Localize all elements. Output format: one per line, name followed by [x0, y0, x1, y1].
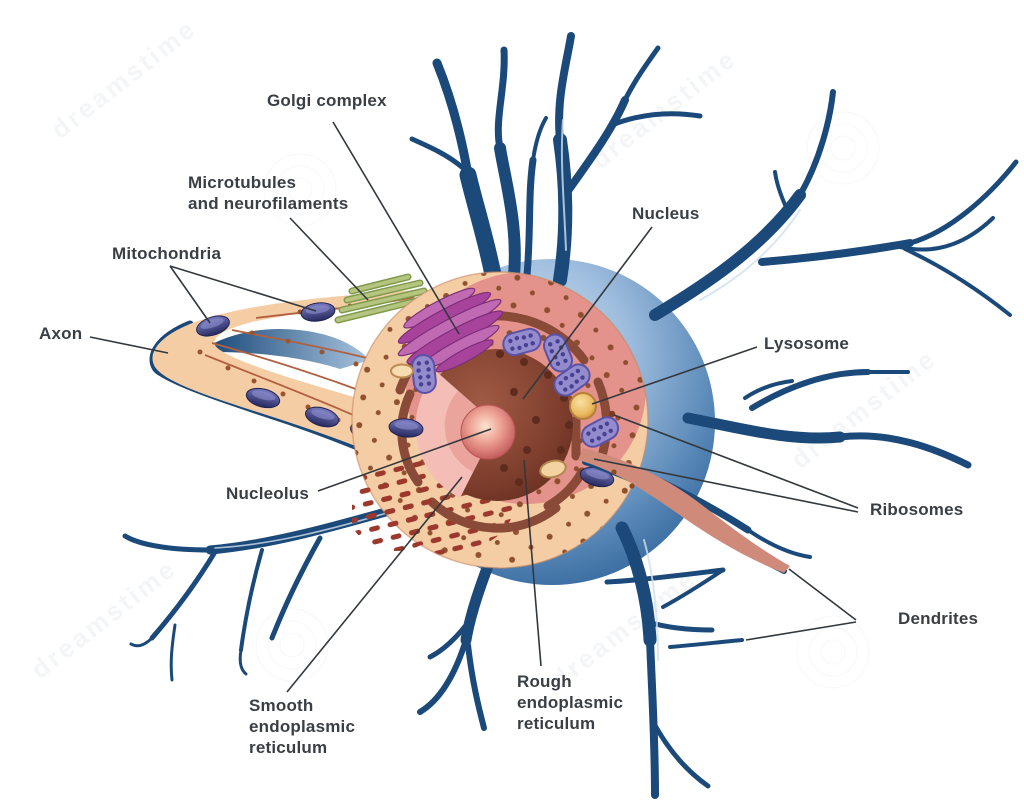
- ribosome-target-dot: [608, 410, 616, 418]
- leader-golgi: [332, 121, 460, 335]
- leader-dendrites-1: [788, 568, 857, 621]
- label-nucleus: Nucleus: [632, 204, 700, 223]
- label-microtubules: Microtubules and neurofilaments: [188, 173, 349, 213]
- mitochondrion-icon: [410, 352, 438, 396]
- leader-nucleolus: [317, 428, 492, 492]
- label-lysosome: Lysosome: [764, 334, 850, 353]
- microtubules-graphic: [334, 273, 428, 324]
- lysosome-graphic: [569, 392, 597, 420]
- label-smooth-er: Smooth endoplasmic reticulum: [249, 696, 356, 757]
- svg-text:dreamstime: dreamstime: [785, 343, 942, 475]
- leader-mitochondria-1: [169, 265, 211, 324]
- leader-dendrites-2: [745, 621, 857, 641]
- label-rough-er: Rough endoplasmic reticulum: [517, 672, 624, 733]
- label-ribosomes: Ribosomes: [870, 500, 964, 519]
- leader-nucleus: [522, 226, 653, 400]
- svg-text:dreamstime: dreamstime: [25, 553, 182, 685]
- leader-mitochondria-2: [169, 265, 317, 312]
- vesicle-graphic: [539, 459, 567, 479]
- axon-sheath-fold: [210, 328, 370, 369]
- leader-smooth-er: [286, 476, 463, 693]
- svg-text:dreamstime: dreamstime: [45, 13, 202, 145]
- pink-dendrite-graphic: [578, 448, 790, 574]
- leader-rough-er: [523, 459, 542, 667]
- label-nucleolus: Nucleolus: [226, 484, 310, 503]
- leader-ribosomes-1: [613, 414, 859, 509]
- nucleus-graphic: [415, 349, 573, 501]
- label-mitochondria: Mitochondria: [112, 244, 222, 263]
- leader-lysosome: [591, 346, 758, 405]
- leader-ribosomes-2: [593, 458, 859, 513]
- leader-axon: [89, 336, 169, 354]
- label-dendrites: Dendrites: [898, 609, 979, 628]
- cutaway-edge: [351, 271, 649, 569]
- nucleolus-graphic: [460, 404, 516, 460]
- label-axon: Axon: [39, 324, 83, 343]
- leader-microtubules: [289, 217, 369, 301]
- svg-text:dreamstime: dreamstime: [585, 43, 742, 175]
- golgi-complex-graphic: [397, 287, 504, 373]
- smooth-er-graphic: [352, 482, 442, 552]
- leader-lines: [89, 121, 859, 693]
- label-golgi-complex: Golgi complex: [267, 91, 387, 110]
- vesicle-graphic: [390, 363, 414, 379]
